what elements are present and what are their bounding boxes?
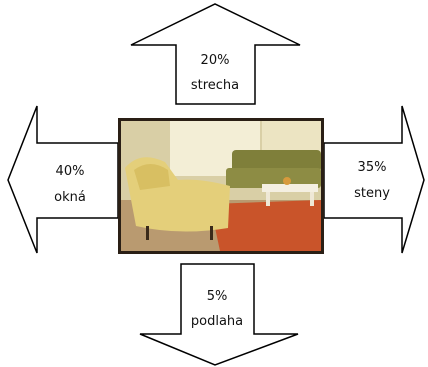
photo-table-item <box>283 177 291 185</box>
photo-sofa-seat <box>226 168 321 188</box>
arrow-left-label: okná <box>54 190 86 205</box>
arrow-right-shape <box>323 105 425 254</box>
arrow-left-percent: 40% <box>56 164 85 179</box>
arrow-right-walls: 35% steny <box>323 105 425 254</box>
photo-sofa-back <box>232 150 321 172</box>
arrow-up-label: strecha <box>191 78 239 93</box>
arrow-up-shape <box>130 3 301 105</box>
photo-coffee-table <box>262 184 318 192</box>
arrow-left-windows: 40% okná <box>7 105 119 254</box>
arrow-right-percent: 35% <box>358 160 387 175</box>
arrow-right-label: steny <box>354 186 390 201</box>
arrow-down-label: podlaha <box>191 314 243 329</box>
arrow-left-shape <box>7 105 119 254</box>
photo-rug <box>210 200 321 251</box>
arrow-up-roof: 20% strecha <box>130 3 301 105</box>
living-room-photo <box>118 118 324 254</box>
arrow-down-percent: 5% <box>207 289 228 304</box>
arrow-down-shape <box>139 263 299 366</box>
arrow-down-floor: 5% podlaha <box>139 263 299 366</box>
arrow-up-percent: 20% <box>201 53 230 68</box>
